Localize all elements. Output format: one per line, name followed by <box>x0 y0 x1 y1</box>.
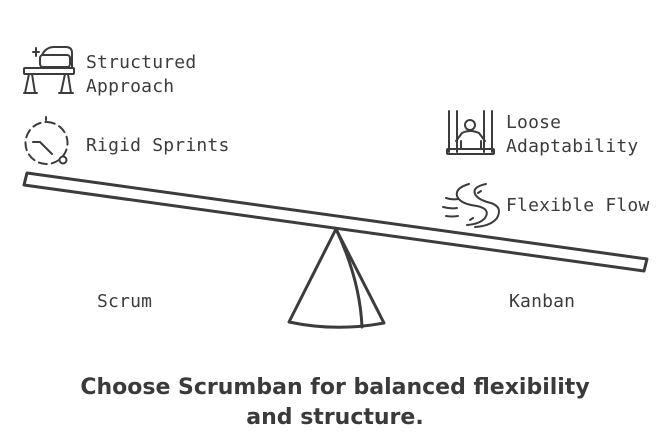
structured-approach-line1: Structured <box>86 52 197 73</box>
seesaw-plank <box>22 171 649 273</box>
rigid-sprints-label: Rigid Sprints <box>86 135 230 156</box>
loose-adaptability-line1: Loose <box>506 112 562 133</box>
kanban-label: Kanban <box>509 291 576 312</box>
structured-approach-label: Structured Approach <box>86 51 196 99</box>
swing-person-icon <box>446 110 495 155</box>
caption-line2: and structure. <box>246 405 424 430</box>
scrum-label: Scrum <box>97 291 153 312</box>
sewing-machine-icon <box>23 46 75 94</box>
flexible-flow-label: Flexible Flow <box>506 195 650 216</box>
diagram-caption: Choose Scrumban for balanced flexibility… <box>0 373 670 433</box>
structured-approach-line2: Approach <box>86 76 175 97</box>
loose-adaptability-line2: Adaptability <box>506 136 639 157</box>
fulcrum <box>287 227 386 329</box>
stopwatch-icon <box>24 116 69 165</box>
loose-adaptability-label: Loose Adaptability <box>506 111 638 159</box>
river-flow-icon <box>442 183 500 228</box>
caption-line1: Choose Scrumban for balanced flexibility <box>80 375 590 400</box>
